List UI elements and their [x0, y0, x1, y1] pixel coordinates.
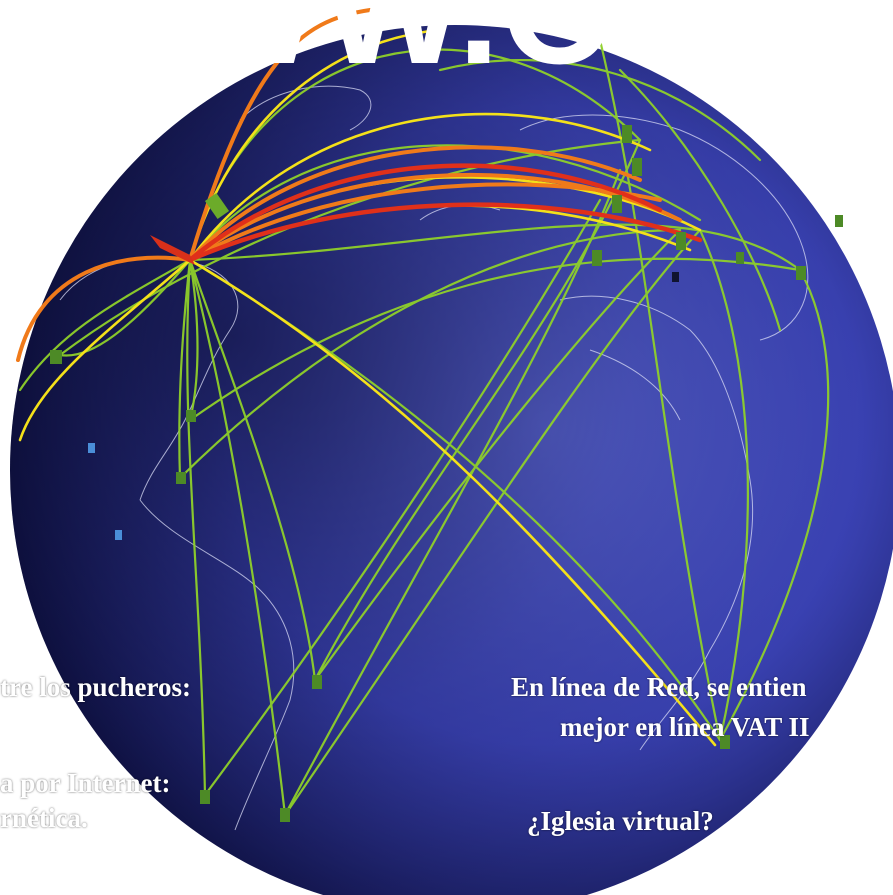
caption-right-3: ¿Iglesia virtual? [527, 806, 714, 836]
hub-marker [150, 235, 195, 265]
caption-right-1: En línea de Red, se entien [511, 672, 807, 702]
caption-right-2: mejor en línea VAT II [560, 712, 810, 742]
caption-left-2: a por Internet: [0, 768, 171, 798]
connection-arcs [16, 8, 830, 817]
caption-left-1: tre los pucheros: [0, 672, 191, 702]
caption-left-3: rnética. [0, 803, 88, 833]
location-markers [50, 125, 843, 822]
